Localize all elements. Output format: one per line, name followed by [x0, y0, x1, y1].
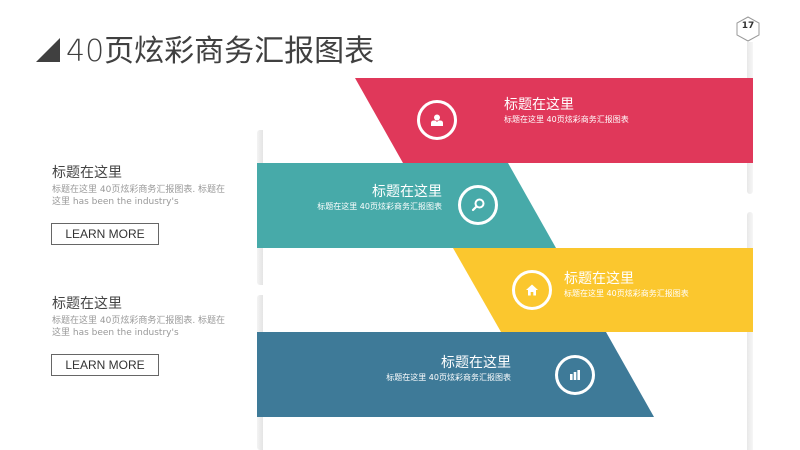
band-3-icon-button[interactable] — [512, 270, 552, 310]
band-1-subtext: 标题在这里 40页炫彩商务汇报图表 — [504, 115, 629, 124]
user-icon — [431, 114, 443, 126]
band-3-heading: 标题在这里 — [564, 271, 634, 287]
band-1-heading: 标题在这里 — [504, 97, 574, 113]
sidebar-block-1-heading: 标题在这里 — [52, 165, 122, 181]
page-title-text: 40页炫彩商务汇报图表 — [66, 34, 375, 69]
band-2-text: 标题在这里 标题在这里 40页炫彩商务汇报图表 — [280, 183, 442, 213]
band-2-heading: 标题在这里 — [372, 184, 442, 200]
sidebar-block-2-body: 标题在这里 40页炫彩商务汇报图表. 标题在这里 has been the in… — [52, 316, 226, 338]
learn-more-button-1[interactable]: LEARN MORE — [51, 223, 159, 245]
search-icon — [471, 198, 485, 212]
sidebar-block-1-body: 标题在这里 40页炫彩商务汇报图表. 标题在这里 has been the in… — [52, 185, 226, 207]
band-red — [355, 78, 753, 163]
triangle-icon — [36, 38, 60, 62]
sidebar-block-2-heading: 标题在这里 — [52, 296, 122, 312]
sidebar-block-2: 标题在这里 标题在这里 40页炫彩商务汇报图表. 标题在这里 has been … — [52, 295, 232, 339]
band-3-subtext: 标题在这里 40页炫彩商务汇报图表 — [564, 289, 689, 298]
hexagon-icon — [736, 16, 760, 42]
band-yellow — [453, 248, 753, 332]
page-number: 17 — [741, 21, 755, 31]
sidebar-block-1: 标题在这里 标题在这里 40页炫彩商务汇报图表. 标题在这里 has been … — [52, 164, 232, 208]
band-4-heading: 标题在这里 — [441, 355, 511, 371]
page-title: 40页炫彩商务汇报图表 — [36, 28, 375, 69]
home-icon — [526, 284, 538, 296]
band-2-icon-button[interactable] — [458, 185, 498, 225]
band-4-icon-button[interactable] — [555, 355, 595, 395]
band-4-text: 标题在这里 标题在这里 40页炫彩商务汇报图表 — [340, 354, 511, 384]
band-1-icon-button[interactable] — [417, 100, 457, 140]
band-blue — [257, 332, 654, 417]
band-teal — [257, 163, 556, 248]
band-2-subtext: 标题在这里 40页炫彩商务汇报图表 — [317, 202, 442, 211]
band-4-subtext: 标题在这里 40页炫彩商务汇报图表 — [386, 373, 511, 382]
bar-chart-icon — [570, 370, 580, 380]
band-3-text: 标题在这里 标题在这里 40页炫彩商务汇报图表 — [564, 270, 689, 300]
learn-more-button-2[interactable]: LEARN MORE — [51, 354, 159, 376]
band-1-text: 标题在这里 标题在这里 40页炫彩商务汇报图表 — [504, 96, 629, 126]
page-number-badge: 17 — [736, 16, 760, 42]
